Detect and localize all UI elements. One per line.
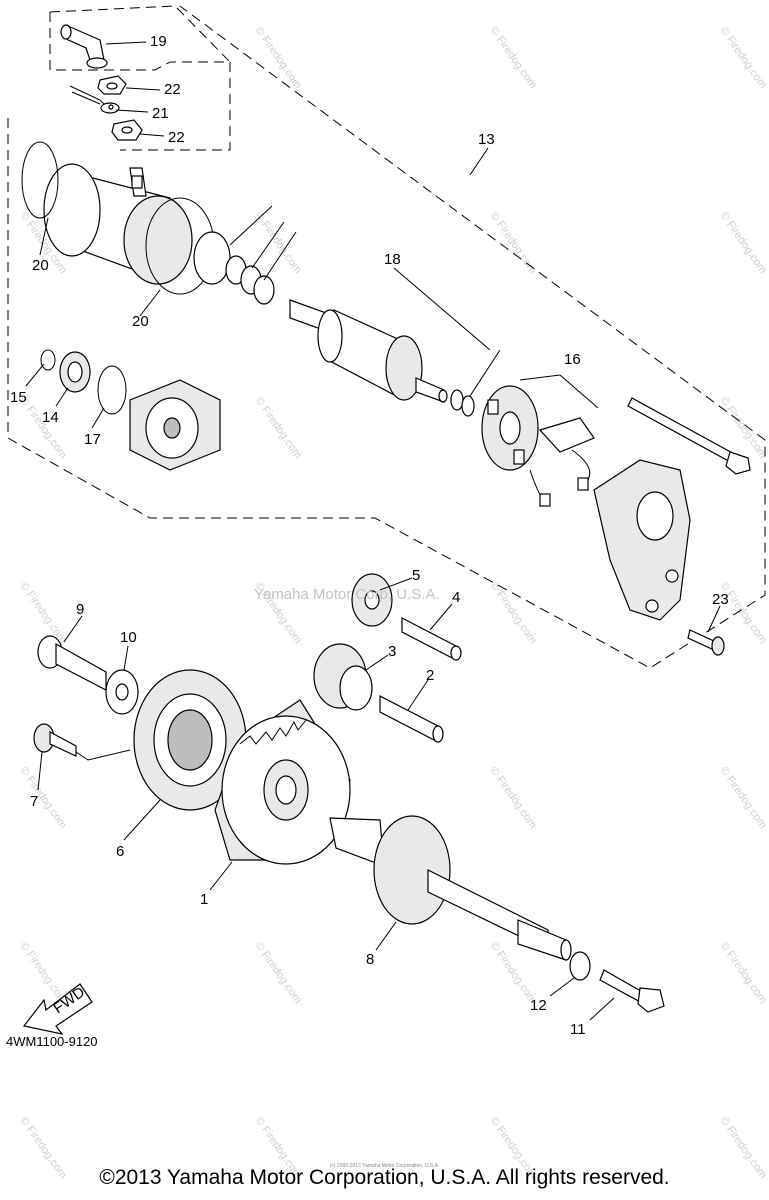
svg-text:© Firedog.com: © Firedog.com [488, 580, 539, 646]
callout-18: 18 [384, 251, 401, 268]
gear-part-3 [313, 643, 373, 711]
svg-text:© Firedog.com: © Firedog.com [718, 580, 769, 646]
callout-17: 17 [84, 431, 101, 448]
callout-20-left: 20 [32, 257, 49, 274]
forward-arrow-icon: FWD [22, 983, 93, 1035]
callout-10: 10 [120, 629, 137, 646]
one-way-clutch-part-6 [133, 669, 247, 811]
callout-16: 16 [564, 351, 581, 368]
callout-4: 4 [452, 589, 460, 606]
callout-20-right: 20 [132, 313, 149, 330]
lead-wire-part-21 [69, 85, 120, 114]
callout-13: 13 [478, 131, 495, 148]
callout-22-upper: 22 [164, 81, 181, 98]
callout-3: 3 [388, 643, 396, 660]
svg-text:© Firedog.com: © Firedog.com [488, 25, 539, 91]
shaft-part-4 [401, 617, 462, 661]
nut-part-22-upper [97, 75, 127, 95]
nut-part-22-lower [111, 119, 143, 141]
svg-text:© Firedog.com: © Firedog.com [253, 25, 304, 91]
callout-6: 6 [116, 843, 124, 860]
callout-23: 23 [712, 591, 729, 608]
rear-cover [129, 379, 221, 471]
washer-part-10 [105, 669, 139, 715]
diagram-code: 4WM1100-9120 [6, 1034, 98, 1049]
callout-9: 9 [76, 601, 84, 618]
svg-text:© Firedog.com: © Firedog.com [253, 210, 304, 276]
washer-stack [193, 231, 275, 305]
svg-text:© Firedog.com: © Firedog.com [718, 210, 769, 276]
o-ring-part-17 [97, 365, 127, 415]
shaft-part-2 [379, 695, 444, 743]
callout-11: 11 [570, 1021, 586, 1038]
brush-holder-part-16 [481, 385, 595, 507]
svg-text:© Firedog.com: © Firedog.com [18, 580, 69, 646]
callout-1: 1 [200, 891, 208, 908]
starter-wheel-gear-part-1 [214, 699, 351, 865]
gear-part-5 [351, 573, 393, 627]
leader-lines [25, 41, 721, 1021]
bolt-part-7 [33, 723, 131, 761]
front-cover-bracket [593, 459, 691, 621]
cap-part-19 [60, 24, 108, 69]
bolt-part-11 [599, 969, 665, 1013]
svg-text:© Firedog.com: © Firedog.com [718, 765, 769, 831]
svg-text:© Firedog.com: © Firedog.com [488, 765, 539, 831]
callout-21: 21 [152, 105, 169, 122]
callout-5: 5 [412, 567, 420, 584]
circlip-part-15 [40, 349, 56, 371]
callout-14: 14 [42, 409, 59, 426]
callout-2: 2 [426, 667, 434, 684]
tiny-copyright: (c) 2000-2013 Yamaha Motor Corporation, … [329, 1163, 440, 1169]
svg-text:© Firedog.com: © Firedog.com [718, 940, 769, 1006]
callout-7: 7 [30, 793, 38, 810]
svg-text:© Firedog.com: © Firedog.com [718, 25, 769, 91]
svg-text:© Firedog.com: © Firedog.com [253, 395, 304, 461]
o-ring-part-20-left [21, 141, 59, 219]
svg-text:© Firedog.com: © Firedog.com [18, 765, 69, 831]
callout-15: 15 [10, 389, 27, 406]
callout-8: 8 [366, 951, 374, 968]
long-through-bolt [627, 397, 751, 475]
callout-19: 19 [150, 33, 167, 50]
armature-part-18 [289, 299, 448, 403]
callout-12: 12 [530, 997, 547, 1014]
idler-shaft-part-8 [329, 815, 572, 961]
copyright-notice: ©2013 Yamaha Motor Corporation, U.S.A. A… [99, 1166, 670, 1189]
bolt-part-9 [37, 635, 107, 691]
center-watermark: Yamaha Motor Corp, U.S.A. [254, 586, 440, 603]
svg-text:© Firedog.com: © Firedog.com [253, 940, 304, 1006]
group-outlines [7, 5, 766, 669]
shim-washers-armature [450, 389, 475, 417]
callout-22-lower: 22 [168, 129, 185, 146]
callout-labels: 19 22 21 22 13 20 20 18 16 15 14 17 5 4 … [10, 33, 729, 1038]
washer-part-12 [569, 951, 591, 981]
bolt-part-23 [687, 629, 725, 656]
bearing-part-14 [59, 351, 91, 393]
